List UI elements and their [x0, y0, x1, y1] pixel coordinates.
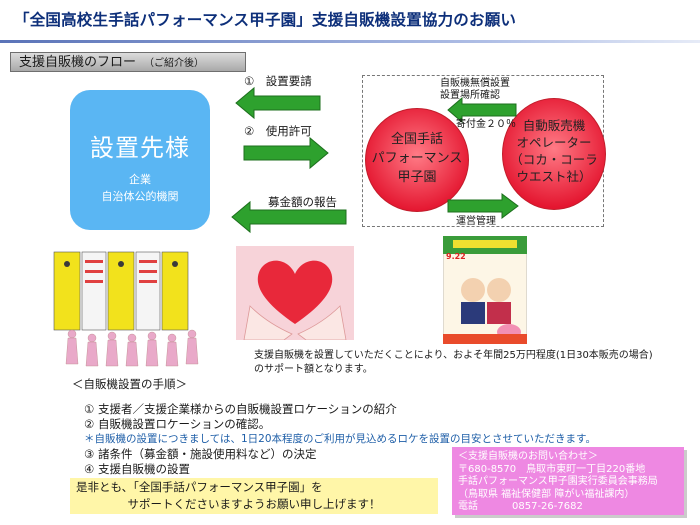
- organizer-circle: 全国手話 パフォーマンス 甲子園: [365, 108, 469, 212]
- organizer-line2: パフォーマンス: [371, 151, 463, 166]
- right-arrow-icon: [447, 193, 519, 219]
- contact-heading: ＜支援自販機のお問い合わせ＞: [458, 451, 598, 462]
- operator-line3: （コカ・コーラ: [510, 152, 598, 167]
- step-permission: ② 使用許可: [244, 124, 312, 138]
- appeal-line1: 是非とも、「全国手話パフォーマンス甲子園」を: [76, 480, 323, 494]
- left-arrow-icon: [231, 200, 347, 234]
- procedure-heading: ＜自販機設置の手順＞: [72, 377, 187, 391]
- host-box: 設置先様 企業 自治体公的機関: [70, 90, 210, 230]
- list-item: ① 支援者／支援企業様からの自販機設置ロケーションの紹介: [84, 402, 397, 416]
- operator-line2: オペレーター: [516, 135, 592, 150]
- list-item: ② 自販機設置ロケーションの確認。: [84, 417, 271, 431]
- list-item: ④ 支援自販機の設置: [84, 462, 190, 476]
- contact-dept: （鳥取県 福祉保健部 障がい福祉課内）: [458, 488, 635, 500]
- event-poster-illustration: [443, 236, 527, 344]
- poster-date: 9.22: [446, 252, 466, 261]
- right-arrow-icon: [243, 136, 329, 170]
- host-sub-company: 企業: [129, 173, 151, 186]
- title-divider: [0, 40, 700, 43]
- relation-free-install: 自販機無償設置: [440, 78, 510, 89]
- contact-phone-label: 電話: [458, 501, 478, 512]
- step-report: 募金額の報告: [268, 195, 337, 209]
- operator-line4: ウエスト社）: [516, 169, 592, 184]
- procedure-warning: ＊自販機の設置につきましては、1日20本程度のご利用が見込めるロケを設置の目安と…: [84, 433, 596, 445]
- host-title: 設置先様: [90, 134, 190, 162]
- vending-machines-illustration: [53, 251, 199, 367]
- relation-site-check: 設置場所確認: [440, 90, 500, 101]
- appeal-line2: サポートくださいますようお願い申し上げます！: [127, 497, 381, 511]
- contact-office: 手話パフォーマンス甲子園実行委員会事務局: [458, 476, 658, 487]
- operator-circle: 自動販売機 オペレーター （コカ・コーラ ウエスト社）: [502, 98, 606, 210]
- support-note-line2: のサポート額となります。: [254, 364, 373, 375]
- list-item: ③ 諸条件（募金額・施設使用料など）の決定: [84, 447, 317, 461]
- procedure-list: ① 支援者／支援企業様からの自販機設置ロケーションの紹介 ② 自販機設置ロケーシ…: [84, 402, 596, 477]
- step-request: ① 設置要請: [244, 74, 312, 88]
- support-note-line1: 支援自販機を設置していただくことにより、およそ年間25万円程度(1日30本販売の…: [254, 350, 653, 361]
- contact-phone: 0857-26-7682: [512, 501, 583, 512]
- page-title: 「全国高校生手話パフォーマンス甲子園」支援自販機設置協力のお願い: [14, 11, 517, 29]
- flow-section-title: 支援自販機のフロー: [19, 55, 137, 70]
- organizer-line3: 甲子園: [397, 170, 437, 185]
- organizer-line1: 全国手話: [390, 132, 443, 147]
- flow-section-sub: （ご紹介後）: [144, 58, 205, 69]
- left-arrow-icon: [447, 96, 517, 124]
- left-arrow-icon: [235, 86, 321, 120]
- appeal-box: 是非とも、「全国手話パフォーマンス甲子園」を サポートくださいますようお願い申し…: [70, 478, 438, 514]
- relation-management: 運営管理: [456, 216, 496, 227]
- heart-hands-illustration: [236, 246, 354, 340]
- contact-box: ＜支援自販機のお問い合わせ＞ 〒680-8570 鳥取市東町一丁目220番地 手…: [452, 447, 684, 515]
- operator-line1: 自動販売機: [522, 118, 586, 133]
- contact-address: 〒680-8570 鳥取市東町一丁目220番地: [458, 463, 646, 475]
- host-sub-government: 自治体公的機関: [101, 190, 179, 203]
- flow-section-label: 支援自販機のフロー （ご紹介後）: [10, 52, 246, 72]
- relation-donation: 寄付金２０％: [456, 119, 516, 130]
